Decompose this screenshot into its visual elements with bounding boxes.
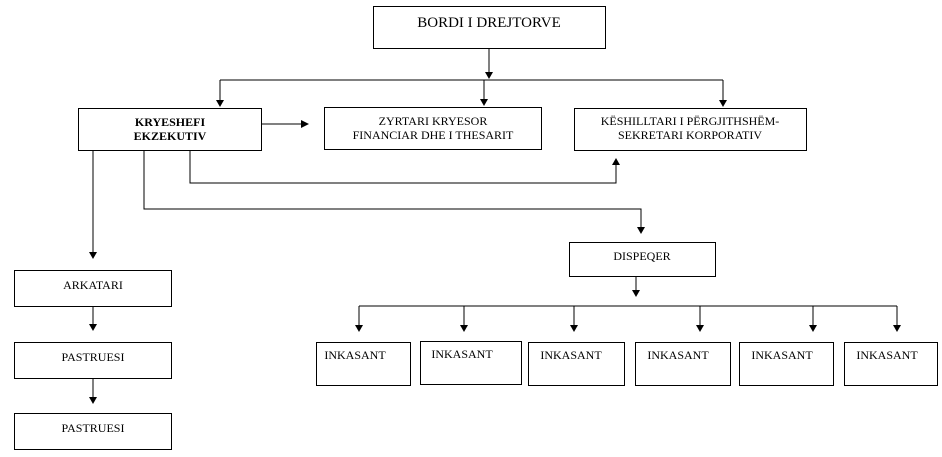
node-cashier-label: ARKATARI <box>63 278 123 292</box>
node-counsel-label-line-2: SEKRETARI KORPORATIV <box>618 128 762 142</box>
node-collector-4-box <box>635 342 731 386</box>
node-counsel-box <box>574 108 807 151</box>
node-collector-2-box <box>420 341 522 385</box>
arrowhead-counsel-bottom <box>612 158 620 165</box>
node-collector-1: INKASANT <box>316 342 411 386</box>
node-board: BORDI I DREJTORVE <box>373 6 606 49</box>
node-ceo-box <box>78 108 262 151</box>
node-ceo-label-line-2: EKZEKUTIV <box>134 129 207 143</box>
node-board-label: BORDI I DREJTORVE <box>417 15 561 31</box>
node-counsel-label-line-1: KËSHILLTARI I PËRGJITHSHËM- <box>601 114 780 128</box>
arrowhead-cleaner-1 <box>89 324 97 331</box>
node-counsel: KËSHILLTARI I PËRGJITHSHËM- SEKRETARI KO… <box>574 108 807 151</box>
node-collector-4-label: INKASANT <box>647 348 709 362</box>
node-cashier: ARKATARI <box>14 270 172 307</box>
node-ceo-label-line-1: KRYESHEFI <box>135 115 206 129</box>
node-collector-6-box <box>844 342 938 386</box>
node-dispatcher-box <box>569 242 716 277</box>
arrowhead-ceo <box>216 100 224 107</box>
arrowhead-collector-6 <box>893 325 901 332</box>
node-collector-5: INKASANT <box>739 342 834 386</box>
node-collector-1-label: INKASANT <box>324 348 386 362</box>
node-cfo: ZYRTARI KRYESOR FINANCIAR DHE I THESARIT <box>324 107 542 150</box>
node-collector-4: INKASANT <box>635 342 731 386</box>
arrowhead-collector-3 <box>570 325 578 332</box>
node-cfo-box <box>324 107 542 150</box>
node-collector-3-box <box>528 342 625 386</box>
node-collector-1-box <box>316 342 411 386</box>
node-collector-2-label: INKASANT <box>431 347 493 361</box>
node-cashier-box <box>14 270 172 307</box>
arrowhead-board-bus <box>485 72 493 79</box>
node-cfo-label-line-2: FINANCIAR DHE I THESARIT <box>353 128 514 142</box>
arrowhead-dispatcher-bus <box>632 290 640 297</box>
arrowhead-cleaner-2 <box>89 397 97 404</box>
arrowhead-counsel <box>719 100 727 107</box>
node-ceo: KRYESHEFI EKZEKUTIV <box>78 108 262 151</box>
node-board-box <box>373 6 606 49</box>
node-collector-6-label: INKASANT <box>856 348 918 362</box>
connector-ceo-to-counsel <box>189 151 617 184</box>
node-cleaner-1-label: PASTRUESI <box>62 350 125 364</box>
node-collector-5-label: INKASANT <box>751 348 813 362</box>
connectors <box>92 49 898 398</box>
arrowhead-collector-1 <box>355 325 363 332</box>
node-cleaner-2-box <box>14 413 172 450</box>
arrowhead-dispatcher <box>637 227 645 234</box>
node-collector-2: INKASANT <box>420 341 522 385</box>
collectors-row: INKASANT INKASANT INKASANT INKASANT INKA… <box>316 341 938 386</box>
node-dispatcher-label: DISPEQER <box>613 249 670 263</box>
arrowhead-collector-2 <box>460 325 468 332</box>
node-cfo-label-line-1: ZYRTARI KRYESOR <box>379 114 488 128</box>
node-collector-3-label: INKASANT <box>540 348 602 362</box>
node-cleaner-2: PASTRUESI <box>14 413 172 450</box>
node-collector-3: INKASANT <box>528 342 625 386</box>
node-cleaner-1-box <box>14 342 172 379</box>
node-cleaner-2-label: PASTRUESI <box>62 421 125 435</box>
arrowhead-collector-5 <box>809 325 817 332</box>
node-collector-5-box <box>739 342 834 386</box>
node-cleaner-1: PASTRUESI <box>14 342 172 379</box>
connector-ceo-to-dispatcher <box>143 151 642 228</box>
arrowhead-cfo <box>480 99 488 106</box>
node-dispatcher: DISPEQER <box>569 242 716 277</box>
arrowhead-cashier <box>89 252 97 259</box>
arrowhead-collector-4 <box>696 325 704 332</box>
node-collector-6: INKASANT <box>844 342 938 386</box>
arrowheads <box>89 72 901 404</box>
arrowhead-ceo-cfo <box>301 120 309 128</box>
